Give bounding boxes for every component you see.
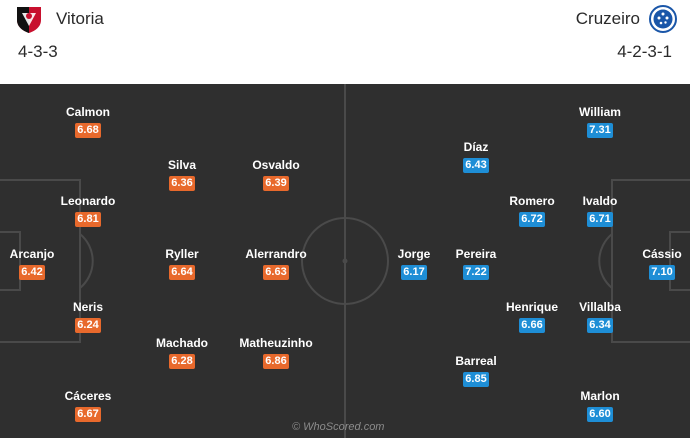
player-rating-badge: 7.31 [587,123,613,138]
player-card[interactable]: Silva 6.36 [137,158,227,191]
player-card[interactable]: Romero 6.72 [487,194,577,227]
player-card[interactable]: Leonardo 6.81 [43,194,133,227]
player-name: William [579,105,621,119]
player-rating-badge: 6.34 [587,318,613,333]
player-card[interactable]: Jorge 6.17 [369,247,459,280]
player-rating-badge: 6.64 [169,265,195,280]
match-header: Vitoria 4-3-3 Cruzeiro 4-2-3-1 [0,0,690,84]
player-rating-badge: 6.36 [169,176,195,191]
player-card[interactable]: Díaz 6.43 [431,140,521,173]
player-card[interactable]: Matheuzinho 6.86 [231,336,321,369]
away-formation: 4-2-3-1 [617,42,672,61]
cruzeiro-crest-icon [649,5,677,33]
player-name: Henrique [505,300,558,314]
player-card[interactable]: Villalba 6.34 [555,300,645,333]
home-formation: 4-3-3 [18,42,58,61]
player-name: Cáceres [64,389,112,403]
player-rating-badge: 6.17 [401,265,427,280]
player-name: Villalba [579,300,621,314]
player-name: Barreal [455,354,497,368]
player-card[interactable]: William 7.31 [555,105,645,138]
player-rating-badge: 7.10 [649,265,675,280]
player-card[interactable]: Alerrandro 6.63 [231,247,321,280]
player-name: Machado [155,336,208,350]
player-rating-badge: 6.85 [463,372,489,387]
player-rating-badge: 6.86 [263,354,289,369]
player-card[interactable]: Ivaldo 6.71 [555,194,645,227]
player-rating-badge: 6.24 [75,318,101,333]
watermark: © WhoScored.com [292,421,385,433]
player-card[interactable]: Arcanjo 6.42 [0,247,77,280]
player-card[interactable]: Calmon 6.68 [43,105,133,138]
player-name: Osvaldo [252,158,300,172]
player-name: Leonardo [60,194,116,208]
player-card[interactable]: Ryller 6.64 [137,247,227,280]
player-name: Ivaldo [582,194,618,208]
player-name: Ryller [165,247,199,261]
player-rating-badge: 6.43 [463,158,489,173]
player-rating-badge: 6.39 [263,176,289,191]
vitoria-crest-icon [17,7,41,33]
player-card[interactable]: Cássio 7.10 [617,247,690,280]
home-team-name[interactable]: Vitoria [56,9,104,28]
player-name: Calmon [65,105,110,119]
player-rating-badge: 6.71 [587,212,613,227]
player-name: Alerrandro [245,247,307,261]
player-card[interactable]: Henrique 6.66 [487,300,577,333]
player-name: Cássio [642,247,682,261]
player-name: Matheuzinho [239,336,313,350]
player-rating-badge: 6.28 [169,354,195,369]
player-rating-badge: 6.66 [519,318,545,333]
player-rating-badge: 6.42 [19,265,45,280]
player-card[interactable]: Neris 6.24 [43,300,133,333]
player-name: Arcanjo [9,247,55,261]
player-card[interactable]: Cáceres 6.67 [43,389,133,422]
player-rating-badge: 6.81 [75,212,101,227]
pitch-markings [0,84,690,438]
player-name: Romero [509,194,555,208]
player-rating-badge: 7.22 [463,265,489,280]
player-name: Silva [167,158,197,172]
player-name: Pereira [455,247,497,261]
player-card[interactable]: Machado 6.28 [137,336,227,369]
player-rating-badge: 6.60 [587,407,613,422]
player-card[interactable]: Barreal 6.85 [431,354,521,387]
away-team-name[interactable]: Cruzeiro [575,9,640,28]
player-rating-badge: 6.68 [75,123,101,138]
player-rating-badge: 6.67 [75,407,101,422]
player-card[interactable]: Osvaldo 6.39 [231,158,321,191]
player-rating-badge: 6.72 [519,212,545,227]
player-card[interactable]: Pereira 7.22 [431,247,521,280]
player-name: Marlon [580,389,620,403]
player-name: Díaz [463,140,489,154]
player-rating-badge: 6.63 [263,265,289,280]
pitch: Calmon 6.68 Silva 6.36 Osvaldo 6.39 Leon… [0,84,690,438]
player-card[interactable]: Marlon 6.60 [555,389,645,422]
player-name: Neris [72,300,104,314]
player-name: Jorge [397,247,431,261]
